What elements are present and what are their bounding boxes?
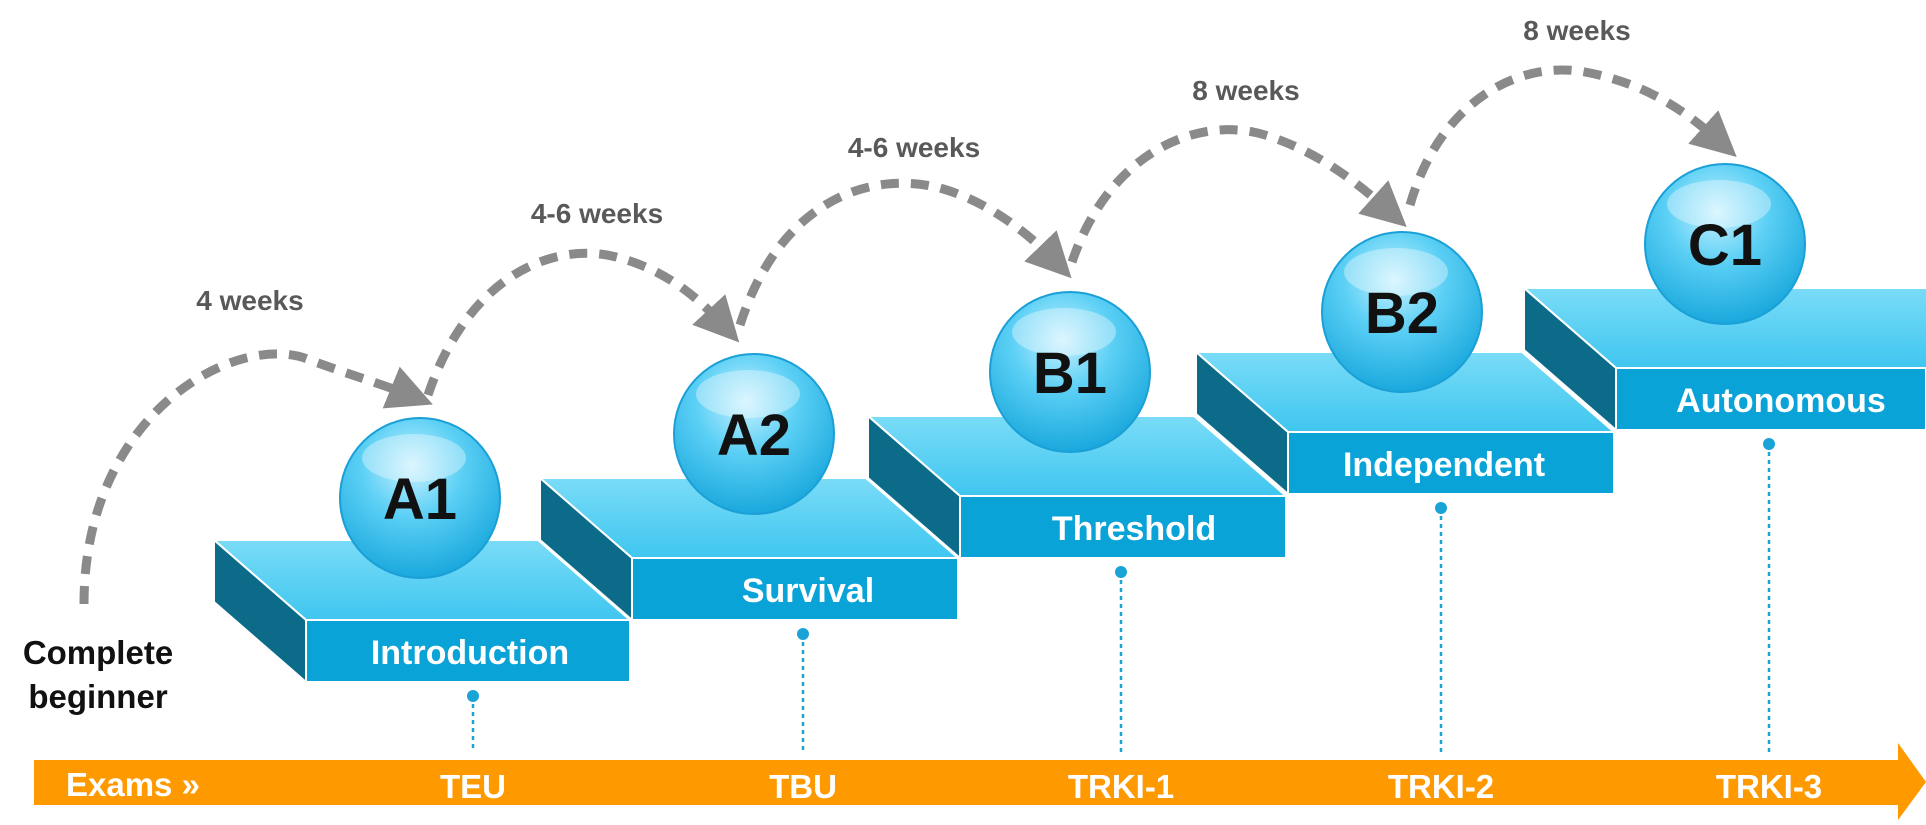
exam-label-tbu: TBU: [769, 768, 837, 805]
level-code-a1: A1: [383, 467, 457, 532]
progression-arrows: 4 weeks 4-6 weeks 4-6 weeks 8 weeks 8 weeks: [79, 15, 1737, 605]
start-label-line1: Complete: [23, 634, 173, 671]
progression-arrow-a1: [79, 349, 433, 605]
step-label-a2: Survival: [742, 572, 874, 610]
duration-label-b2: 8 weeks: [1192, 75, 1299, 106]
step-front-face: [305, 619, 631, 683]
exam-label-trki-2: TRKI-2: [1388, 768, 1494, 805]
duration-label-a1: 4 weeks: [196, 285, 303, 316]
step-front-face: [631, 557, 959, 621]
step-label-b1: Threshold: [1052, 510, 1216, 548]
level-circle-b1: [989, 291, 1151, 453]
level-steps: AutonomousC1IndependentB2ThresholdB1Surv…: [211, 163, 1926, 685]
circle-highlight: [1012, 308, 1116, 356]
level-code-c1: C1: [1688, 213, 1762, 278]
step-front-face: [1287, 431, 1615, 495]
progression-arrow-b2: [1067, 125, 1407, 264]
exam-timeline-bar: Exams »: [34, 743, 1926, 820]
progression-arrow-a2: [423, 248, 740, 397]
start-label: Complete beginner: [23, 634, 173, 715]
level-circle-b2: [1321, 231, 1483, 393]
exam-label-trki-3: TRKI-3: [1716, 768, 1822, 805]
level-step-a2: Survival A2: [537, 353, 961, 623]
step-label-c1: Autonomous: [1676, 382, 1886, 420]
circle-highlight: [696, 370, 800, 418]
level-circle-a2: [673, 353, 835, 515]
level-code-a2: A2: [717, 403, 791, 468]
step-label-b2: Independent: [1343, 446, 1545, 484]
exam-bar-arrow: [34, 743, 1926, 820]
progression-arrow-b1: [735, 178, 1072, 327]
duration-label-a2: 4-6 weeks: [531, 198, 663, 229]
exams-label: Exams »: [66, 766, 200, 803]
level-code-b1: B1: [1033, 341, 1107, 406]
exam-connectors: [467, 438, 1775, 752]
level-code-b2: B2: [1365, 281, 1439, 346]
exam-label-trki-1: TRKI-1: [1068, 768, 1174, 805]
exam-label-teu: TEU: [440, 768, 506, 805]
step-front-face: [959, 495, 1287, 559]
level-circle-c1: [1644, 163, 1806, 325]
step-label-a1: Introduction: [371, 634, 569, 672]
level-circle-a1: [339, 417, 501, 579]
duration-label-c1: 8 weeks: [1523, 15, 1630, 46]
level-step-c1: Autonomous C1: [1521, 163, 1926, 433]
start-label-line2: beginner: [28, 678, 168, 715]
level-step-b2: Independent B2: [1193, 231, 1617, 497]
circle-highlight: [1667, 180, 1771, 228]
level-step-b1: Threshold B1: [865, 291, 1289, 561]
circle-highlight: [362, 434, 466, 482]
circle-highlight: [1344, 248, 1448, 296]
step-front-face: [1615, 367, 1926, 431]
level-step-a1: Introduction A1: [211, 417, 633, 685]
duration-label-b1: 4-6 weeks: [848, 132, 980, 163]
